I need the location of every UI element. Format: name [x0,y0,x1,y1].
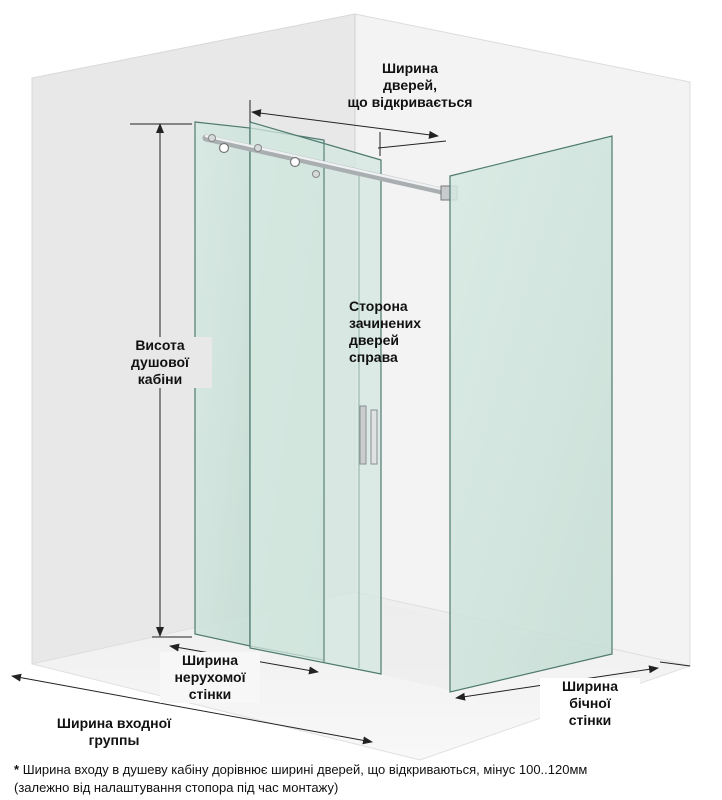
footnote-text-1: Ширина входу в душеву кабіну дорівнює ши… [22,762,588,777]
door-width-dimension [251,109,439,139]
entry-group-dimension [11,673,373,745]
bracket-3 [312,170,320,178]
bracket-2 [254,144,262,152]
dimension-lines [11,100,691,745]
roller-1 [218,142,230,154]
cabin-height-label: Висота душової кабіни [108,337,212,388]
side-glass-wall [449,135,613,693]
footnote-line-1: * Ширина входу в душеву кабіну дорівнює … [14,762,587,778]
footnote-line-2: (залежно від налаштування стопора під ча… [14,780,338,796]
footnote-asterisk: * [14,762,20,777]
sliding-door-panel [249,121,382,675]
side-wall-width-label: Ширина бічної стінки [540,678,640,729]
closed-door-side-label: Сторона зачинених дверей справа [349,298,422,365]
door-handle [359,405,378,465]
roller-2 [289,156,301,168]
door-width-label: Ширина дверей, що відкривається [347,60,473,110]
fixed-wall-width-label: Ширина нерухомої стінки [160,652,260,703]
bracket-1 [208,134,216,142]
entry-group-width-label: Ширина входної группы [26,715,202,749]
footnote-text-2: (залежно від налаштування стопора під ча… [14,780,339,795]
